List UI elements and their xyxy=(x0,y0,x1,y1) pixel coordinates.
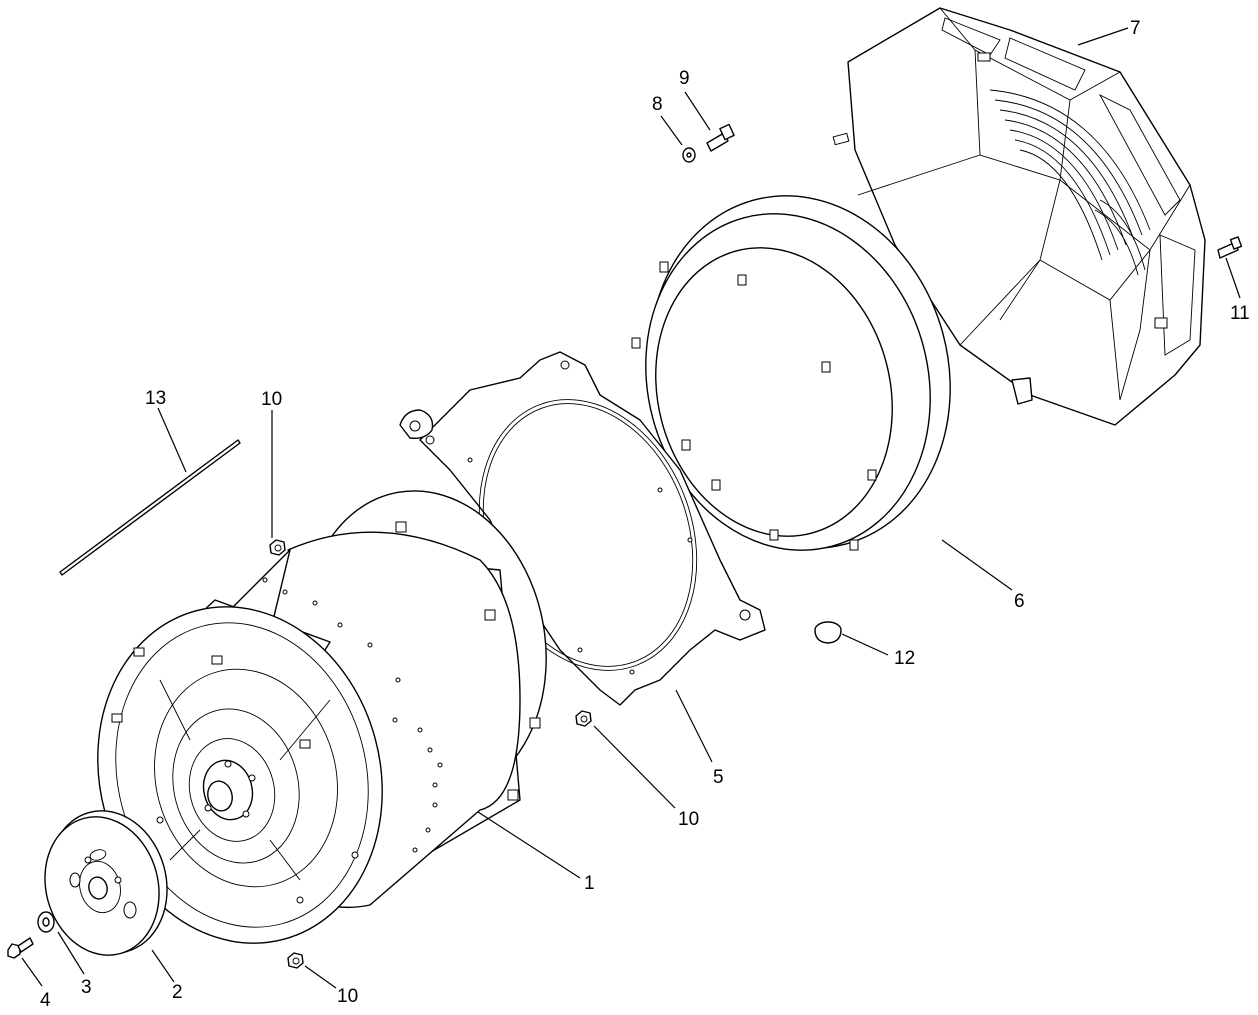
callout-2: 2 xyxy=(172,982,183,1003)
bolt-4 xyxy=(7,937,34,959)
callout-13: 13 xyxy=(145,388,166,409)
callout-12: 12 xyxy=(894,648,915,669)
callout-6: 6 xyxy=(1014,591,1025,612)
callout-4: 4 xyxy=(40,990,51,1011)
fan-grill xyxy=(989,89,1151,276)
callout-1: 1 xyxy=(584,873,595,894)
washer-3 xyxy=(37,911,55,933)
callout-10-top: 10 xyxy=(261,389,282,410)
washer-8 xyxy=(682,147,696,163)
callout-11: 11 xyxy=(1230,303,1250,324)
generator-housing xyxy=(97,490,547,944)
bolt-9 xyxy=(706,123,735,152)
leader-lines xyxy=(21,27,1241,989)
callout-8: 8 xyxy=(652,94,663,115)
adapter-ring xyxy=(631,195,951,551)
callout-3: 3 xyxy=(81,977,92,998)
plug-12 xyxy=(814,621,842,644)
callout-labels: 1 2 3 4 5 6 7 8 9 10 10 10 11 12 13 xyxy=(40,18,1250,1011)
bolt-11 xyxy=(1217,236,1243,259)
rod-13 xyxy=(59,439,241,576)
body-holes xyxy=(262,577,443,853)
callout-7: 7 xyxy=(1130,18,1141,39)
callout-9: 9 xyxy=(679,68,690,89)
nut-10-top xyxy=(269,539,286,556)
ring-studs xyxy=(631,261,877,551)
callout-10-mid: 10 xyxy=(678,809,699,830)
callout-5: 5 xyxy=(713,767,724,788)
fan-shroud xyxy=(832,7,1206,426)
callout-10-bottom: 10 xyxy=(337,986,358,1007)
nut-10-bottom xyxy=(287,952,304,969)
nut-10-mid xyxy=(575,710,592,727)
drive-disc xyxy=(44,810,168,956)
mounting-plate xyxy=(399,351,766,706)
